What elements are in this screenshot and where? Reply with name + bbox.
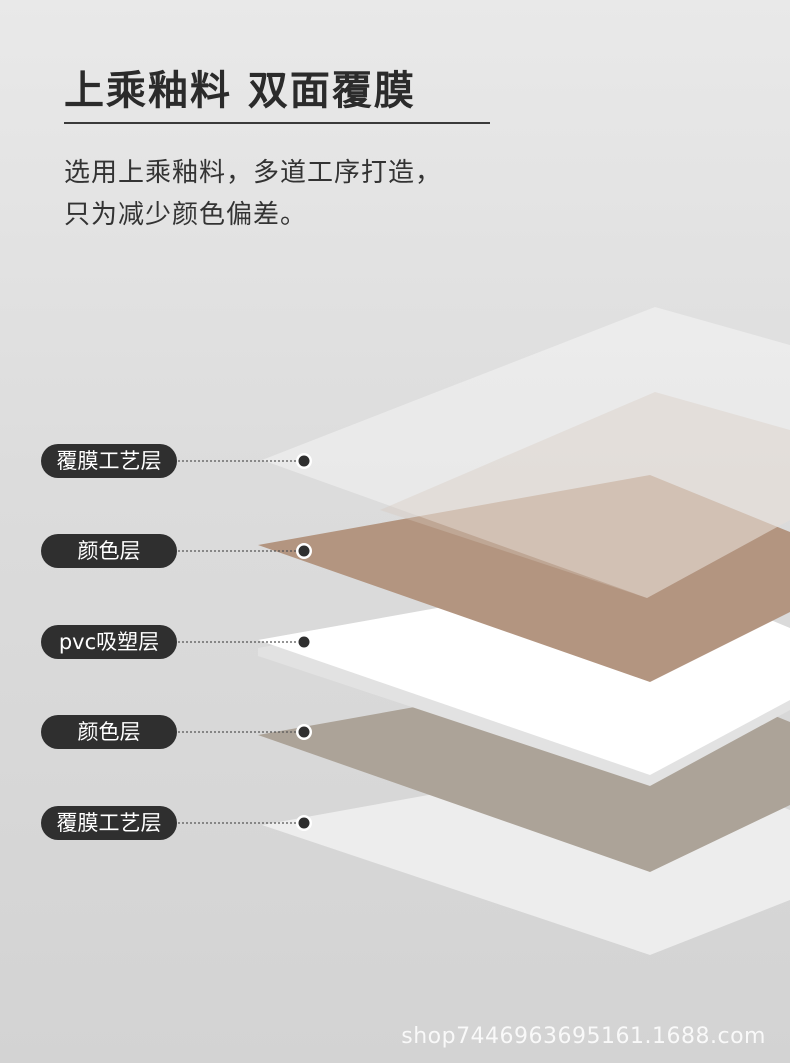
layer-label-pvc: pvc吸塑层 (41, 625, 177, 659)
description-line-1: 选用上乘釉料，多道工序打造， (64, 158, 443, 188)
layer-label-color-bottom: 颜色层 (41, 715, 177, 749)
top-color-sheet (258, 475, 790, 682)
page-title: 上乘釉料 双面覆膜 (64, 68, 416, 114)
layer-label-color-top: 颜色层 (41, 534, 177, 568)
top-film-sheet (262, 307, 790, 598)
leader-dots (296, 453, 312, 831)
layer-label-film-bottom: 覆膜工艺层 (41, 806, 177, 840)
layer-label-film-top: 覆膜工艺层 (41, 444, 177, 478)
leader-lines (178, 460, 300, 824)
title-divider (64, 122, 490, 124)
description-line-2: 只为减少颜色偏差。 (64, 200, 308, 230)
top-film-sheet-inner (380, 392, 790, 598)
description: 选用上乘釉料，多道工序打造， 只为减少颜色偏差。 (64, 152, 442, 236)
shop-watermark: shop7446963695161.1688.com (401, 1024, 766, 1049)
